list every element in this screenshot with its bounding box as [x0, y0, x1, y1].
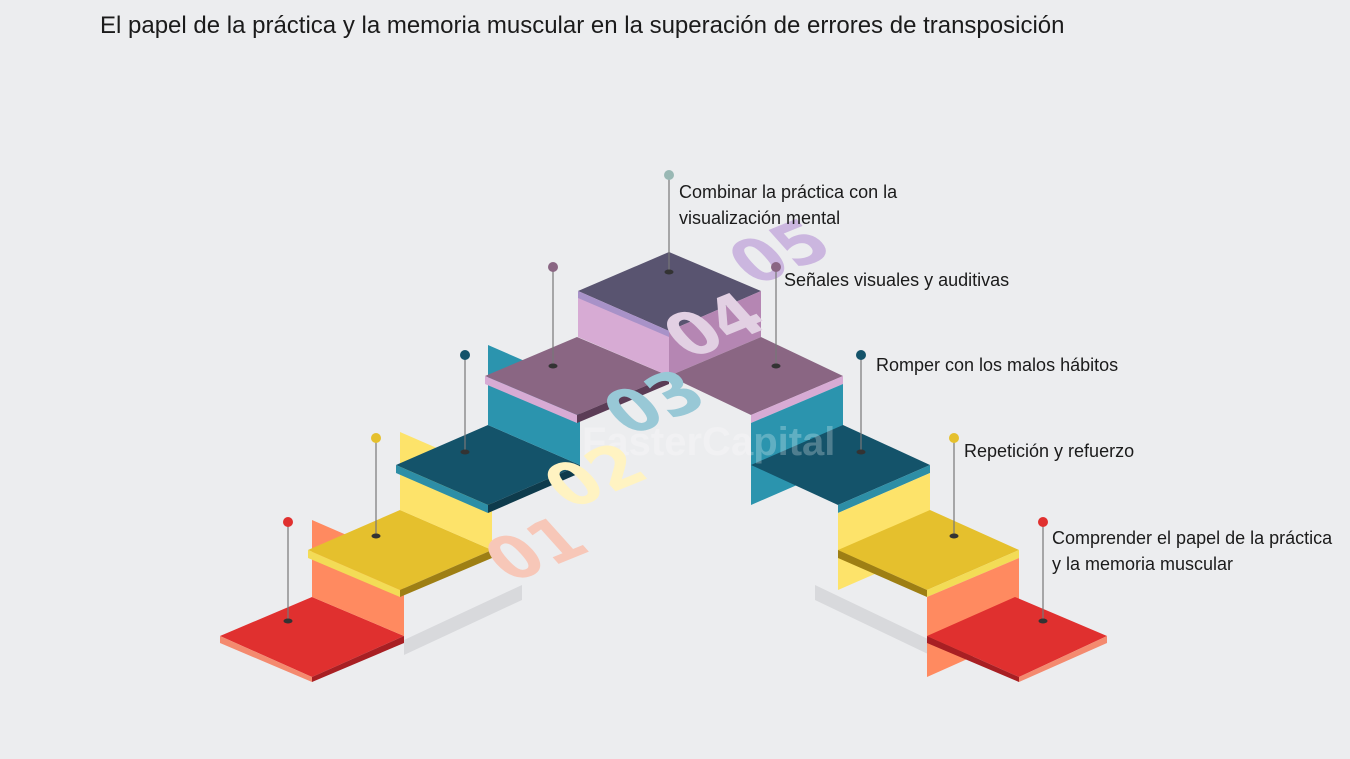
right-pin-02	[949, 433, 959, 539]
left-pin-02	[371, 433, 381, 539]
left-stair-shadow	[404, 585, 522, 655]
label-step-01: Comprender el papel de la práctica y la …	[1052, 528, 1333, 574]
step-05-top	[578, 252, 761, 376]
left-pin-03	[460, 350, 470, 455]
right-pin-01	[1038, 517, 1048, 624]
label-step-03: Romper con los malos hábitos	[876, 355, 1119, 375]
right-pin-04	[771, 262, 781, 369]
left-pin-05	[664, 170, 674, 275]
right-stair-shadow	[815, 585, 930, 655]
pins	[283, 170, 1048, 624]
right-pin-03	[856, 350, 866, 455]
left-step-04	[485, 337, 669, 423]
left-pin-04	[548, 262, 558, 369]
page-title: El papel de la práctica y la memoria mus…	[100, 12, 1065, 39]
left-pin-01	[283, 517, 293, 624]
label-step-02: Repetición y refuerzo	[964, 441, 1135, 461]
label-step-04: Señales visuales y auditivas	[784, 270, 1010, 290]
watermark-logo: FasterCapital	[582, 420, 835, 464]
label-step-05: Combinar la práctica con la visualizació…	[679, 182, 898, 228]
right-step-01	[927, 597, 1107, 682]
